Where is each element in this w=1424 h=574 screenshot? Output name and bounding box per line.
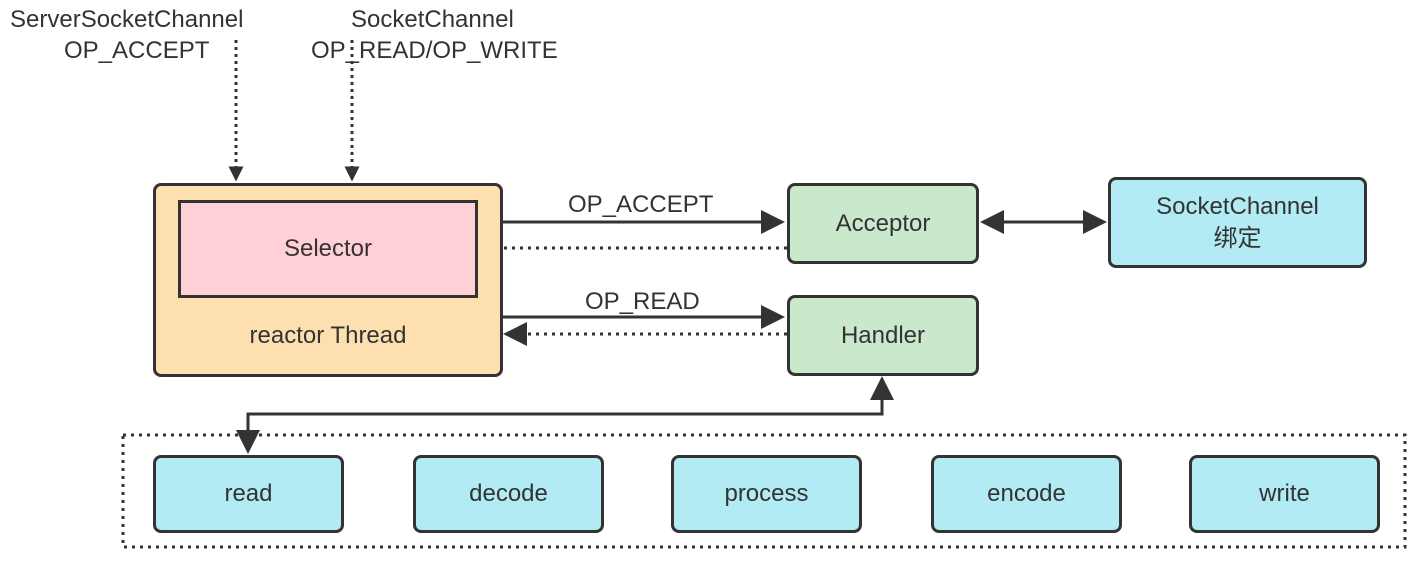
socketchannel-bind-label: SocketChannel xyxy=(1156,192,1319,220)
pipeline-step-label: encode xyxy=(987,480,1066,507)
server-channel-label: ServerSocketChannel xyxy=(10,6,244,33)
acceptor-box: Acceptor xyxy=(787,183,979,264)
pipeline-step-encode: encode xyxy=(931,455,1122,533)
pipeline-step-write: write xyxy=(1189,455,1380,533)
pipeline-step-label: process xyxy=(724,480,809,507)
socketchannel-bind-box: SocketChannel 绑定 xyxy=(1108,177,1367,268)
acceptor-label: Acceptor xyxy=(835,209,931,237)
handler-pipeline-arrow xyxy=(236,376,894,454)
pipeline-step-read: read xyxy=(153,455,344,533)
pipeline-step-label: read xyxy=(224,480,273,507)
pipeline-step-process: process xyxy=(671,455,862,533)
socket-op-rw-label: OP_READ/OP_WRITE xyxy=(311,37,558,64)
selector-box: Selector xyxy=(178,200,478,298)
op-read-edge-label: OP_READ xyxy=(585,288,700,315)
selector-label: Selector xyxy=(283,235,373,262)
pipeline-container xyxy=(121,433,1407,549)
pipeline-step-label: write xyxy=(1259,480,1310,507)
socket-channel-label: SocketChannel xyxy=(351,6,514,33)
pipeline-step-decode: decode xyxy=(413,455,604,533)
handler-label: Handler xyxy=(840,321,926,349)
server-op-accept-label: OP_ACCEPT xyxy=(64,37,210,64)
op-accept-edge-label: OP_ACCEPT xyxy=(568,191,714,218)
pipeline-step-label: decode xyxy=(469,480,548,507)
handler-box: Handler xyxy=(787,295,979,376)
socketchannel-bind-sublabel: 绑定 xyxy=(1213,224,1262,252)
reactor-thread-label: reactor Thread xyxy=(249,322,407,349)
